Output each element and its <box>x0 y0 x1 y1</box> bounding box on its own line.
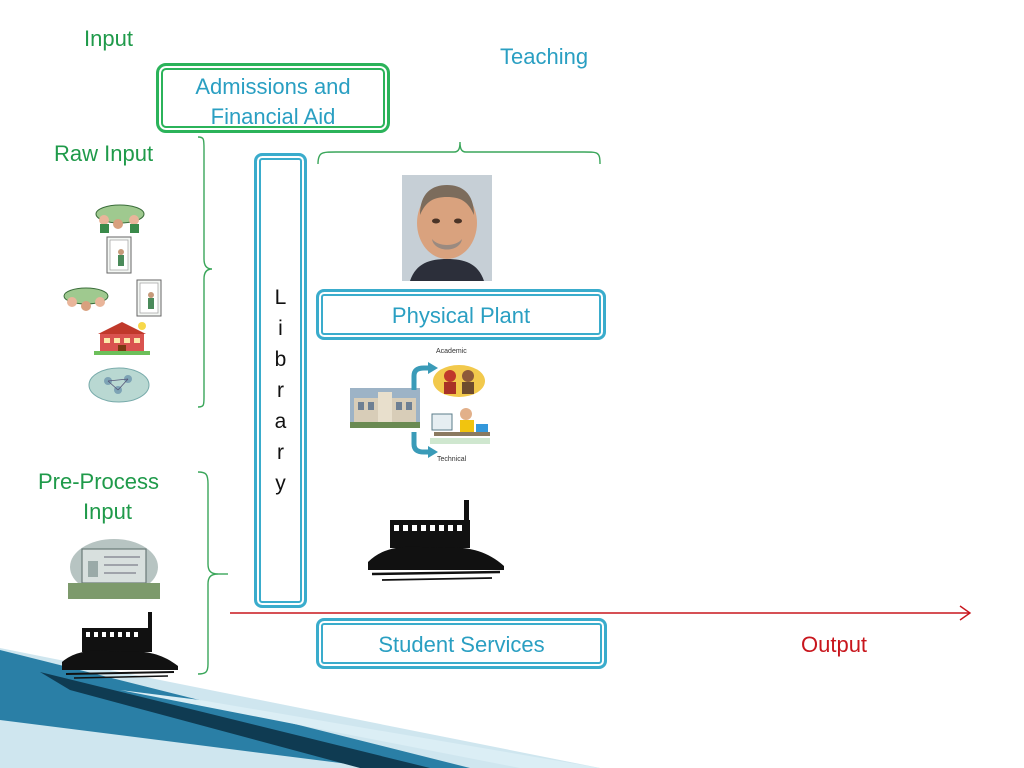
meeting-group-icon <box>95 204 145 233</box>
raw-input-bracket <box>197 136 213 408</box>
library-letter-2: i <box>278 317 283 340</box>
admissions-line2: Financial Aid <box>210 104 336 129</box>
pre-process-label-line2: Input <box>83 499 132 524</box>
pre-process-label-line1: Pre-Process <box>38 469 160 494</box>
student-services-label: Student Services <box>378 632 545 657</box>
academic-label: Academic <box>436 348 467 355</box>
school-building-icon <box>94 322 150 355</box>
admissions-financial-aid-box[interactable]: Admissions and Financial Aid <box>156 63 390 133</box>
campus-building-photo <box>350 388 420 428</box>
physical-plant-box[interactable]: Physical Plant <box>316 289 606 340</box>
output-label: Output <box>801 632 868 657</box>
library-letter-7: y <box>275 472 286 495</box>
academic-arrow <box>411 362 438 390</box>
student-services-box[interactable]: Student Services <box>316 618 607 669</box>
library-letters: L i b r a r y <box>257 282 304 499</box>
pre-process-bracket <box>197 471 228 675</box>
student-door-icon <box>106 236 132 274</box>
library-letter-4: r <box>277 379 284 402</box>
teacher-portrait <box>402 175 492 281</box>
prison-island-silhouette-large <box>368 500 504 581</box>
technical-computer-icon <box>430 408 490 444</box>
student-door-icon-2 <box>136 279 162 317</box>
prison-island-silhouette <box>62 612 178 679</box>
library-letter-3: b <box>274 348 287 371</box>
technical-label: Technical <box>437 456 467 463</box>
teaching-bracket <box>317 141 601 165</box>
library-letter-5: a <box>274 410 287 433</box>
physical-plant-label: Physical Plant <box>391 303 531 328</box>
academic-students-icon <box>433 365 485 397</box>
meeting-group-icon-2 <box>63 287 109 311</box>
output-arrow <box>230 605 972 621</box>
library-letter-1: L <box>274 286 287 309</box>
teaching-label: Teaching <box>500 44 589 69</box>
admissions-line1: Admissions and <box>195 74 351 99</box>
school-sign-image <box>68 539 160 599</box>
input-label: Input <box>84 26 133 51</box>
library-letter-6: r <box>277 441 284 464</box>
network-people-icon <box>88 367 150 403</box>
library-box[interactable]: L i b r a r y <box>254 153 307 608</box>
raw-input-label: Raw Input <box>54 141 154 166</box>
technical-arrow <box>411 432 438 458</box>
